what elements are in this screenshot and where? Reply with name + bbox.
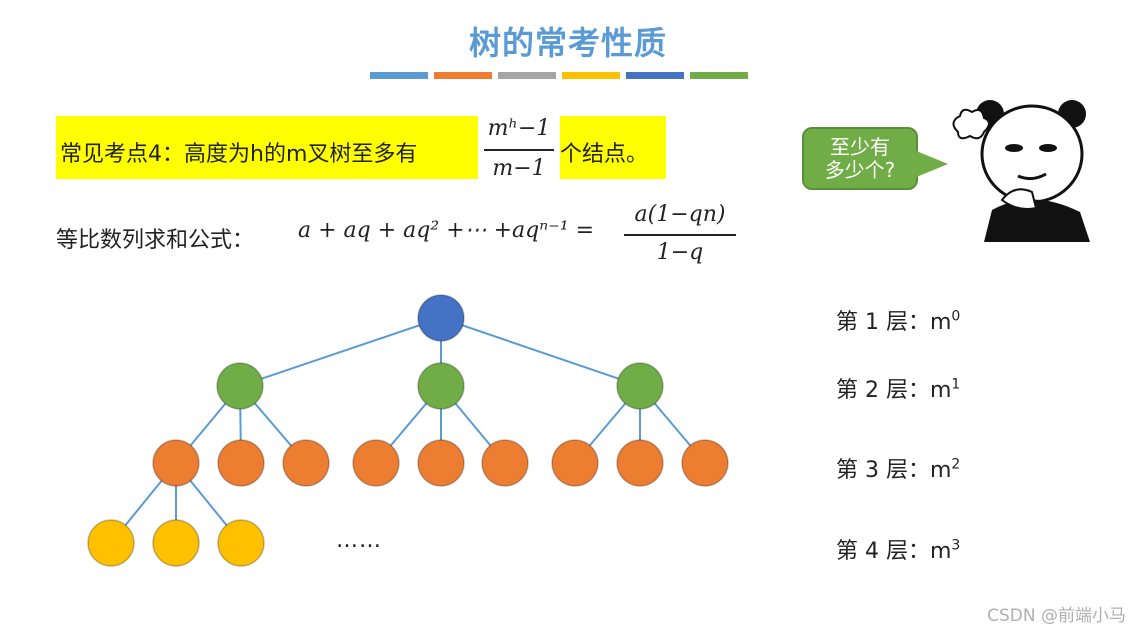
level-power: 2 (951, 456, 961, 473)
level-3-node (152, 439, 200, 487)
thinking-panda-icon (952, 100, 1090, 242)
speech-bubble-tail (914, 150, 948, 178)
key-point-denominator: m−1 (492, 156, 546, 181)
level-power: 1 (951, 376, 961, 393)
level-3-node (352, 439, 400, 487)
level-4-label: 第 4 层：m3 (836, 533, 960, 565)
level-3-node (616, 439, 664, 487)
key-point-text-before: 常见考点4：高度为h的m叉树至多有 (60, 142, 418, 167)
level-4-node (87, 519, 135, 567)
formula-numerator: a(1−qn) (634, 202, 726, 227)
level-2-node (417, 362, 465, 410)
fraction-bar (624, 234, 736, 236)
fraction-bar (484, 149, 554, 151)
color-bar-segment (690, 72, 748, 79)
level-1-label: 第 1 层：m0 (836, 304, 960, 336)
level-label-text: 第 1 层：m (836, 310, 952, 335)
key-point-numerator: mʰ−1 (487, 116, 551, 141)
tree-edge (440, 317, 641, 387)
meme-caption: 思考考 (993, 218, 1053, 242)
level-3-node (282, 439, 330, 487)
page-title: 树的常考性质 (468, 24, 667, 62)
speech-bubble: 至少有 多少个? (802, 127, 918, 190)
level-4-node (152, 519, 200, 567)
formula-label: 等比数列求和公式： (56, 228, 255, 253)
level-3-node (417, 439, 465, 487)
tree-edge (239, 317, 442, 387)
level-4-node (217, 519, 265, 567)
level-label-text: 第 3 层：m (836, 458, 952, 483)
level-power: 3 (951, 537, 961, 554)
key-point-text-after: 个结点。 (560, 142, 649, 167)
color-bar-segment (434, 72, 492, 79)
level-power: 0 (951, 308, 961, 325)
key-point-fraction: mʰ−1 m−1 (478, 112, 560, 186)
bubble-line-1: 至少有 (830, 135, 890, 159)
level-label-text: 第 4 层：m (836, 539, 952, 564)
formula-denominator: 1−q (656, 240, 704, 265)
color-bar-segment (370, 72, 428, 79)
color-bar-segment (626, 72, 684, 79)
color-bar (370, 72, 748, 79)
color-bar-segment (498, 72, 556, 79)
level-3-node (551, 439, 599, 487)
bubble-line-2: 多少个? (824, 158, 896, 182)
level-3-node (681, 439, 729, 487)
formula-expression: a + aq + aq² +⋯ +aqⁿ⁻¹ = (298, 218, 595, 243)
level-2-node (616, 362, 664, 410)
root-node (417, 294, 465, 342)
level-3-label: 第 3 层：m2 (836, 452, 960, 484)
level-2-label: 第 2 层：m1 (836, 372, 960, 404)
color-bar-segment (562, 72, 620, 79)
level-2-node (216, 362, 264, 410)
level-3-node (481, 439, 529, 487)
level-3-node (217, 439, 265, 487)
formula-fraction: a(1−qn) 1−q (622, 200, 738, 270)
key-point-highlight (56, 116, 666, 179)
ellipsis: …… (336, 528, 382, 553)
level-label-text: 第 2 层：m (836, 378, 952, 403)
watermark: CSDN @前端小马 (987, 606, 1126, 626)
